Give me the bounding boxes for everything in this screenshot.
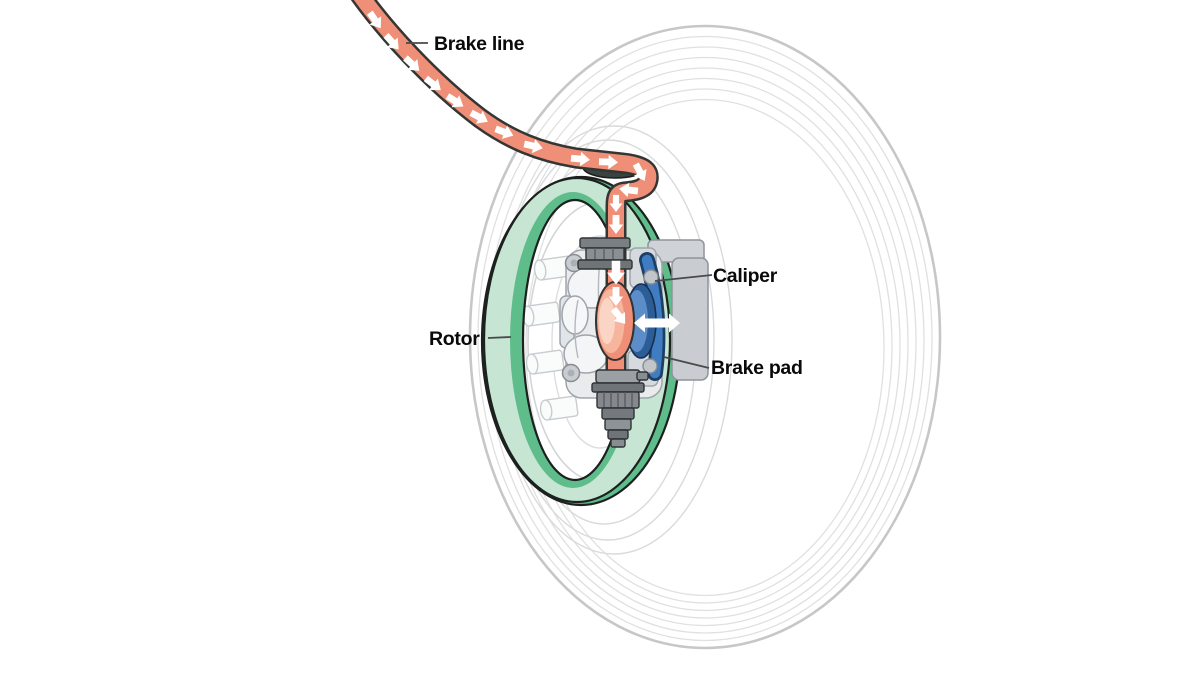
caliper-bolt-center bbox=[570, 259, 578, 267]
spline-ridges bbox=[603, 392, 633, 408]
leader-caliper bbox=[654, 274, 713, 282]
label-caliper: Caliper bbox=[713, 265, 778, 287]
lug-stud-ghost bbox=[525, 349, 565, 375]
annotations: Brake line Rotor Caliper Brake pad bbox=[406, 33, 803, 379]
piston-cap-core bbox=[599, 298, 615, 344]
fitting-ridges bbox=[594, 248, 614, 260]
spline-collar bbox=[595, 369, 641, 384]
caliper-bolt-center bbox=[567, 369, 575, 377]
axle-spline bbox=[591, 369, 649, 448]
bleed-nub bbox=[636, 371, 649, 381]
lug-stud-ghost bbox=[521, 301, 561, 327]
spline-flange bbox=[591, 382, 645, 393]
label-brake-pad: Brake pad bbox=[711, 357, 803, 379]
fitting-hex-body bbox=[585, 247, 625, 261]
flow-arrows bbox=[363, 8, 680, 333]
tire-outline bbox=[468, 24, 942, 650]
lug-stud-ghost bbox=[539, 395, 579, 421]
housing-contour bbox=[574, 299, 579, 359]
fitting-flange-top bbox=[579, 237, 631, 249]
leader-brake-pad bbox=[663, 356, 710, 369]
label-rotor: Rotor bbox=[429, 328, 480, 350]
caliper bbox=[647, 239, 709, 381]
tire-sidewall-line bbox=[525, 98, 885, 597]
rotor-face-outline bbox=[482, 176, 672, 504]
spline-tip bbox=[610, 438, 626, 448]
fitting-flange-bottom bbox=[577, 259, 633, 270]
brake-pad bbox=[639, 252, 666, 381]
lug-stud-ghost bbox=[533, 255, 573, 281]
pad-pin bbox=[643, 269, 659, 285]
spline-step bbox=[601, 407, 635, 420]
tire-sidewall-line bbox=[477, 35, 933, 642]
banjo-fitting bbox=[577, 237, 633, 270]
leader-rotor bbox=[487, 336, 512, 339]
clamp-direction-arrow bbox=[634, 313, 680, 333]
label-brake-line: Brake line bbox=[434, 33, 525, 55]
spline-step bbox=[607, 429, 629, 440]
spline-step bbox=[604, 418, 632, 431]
pad-pin bbox=[642, 358, 658, 374]
